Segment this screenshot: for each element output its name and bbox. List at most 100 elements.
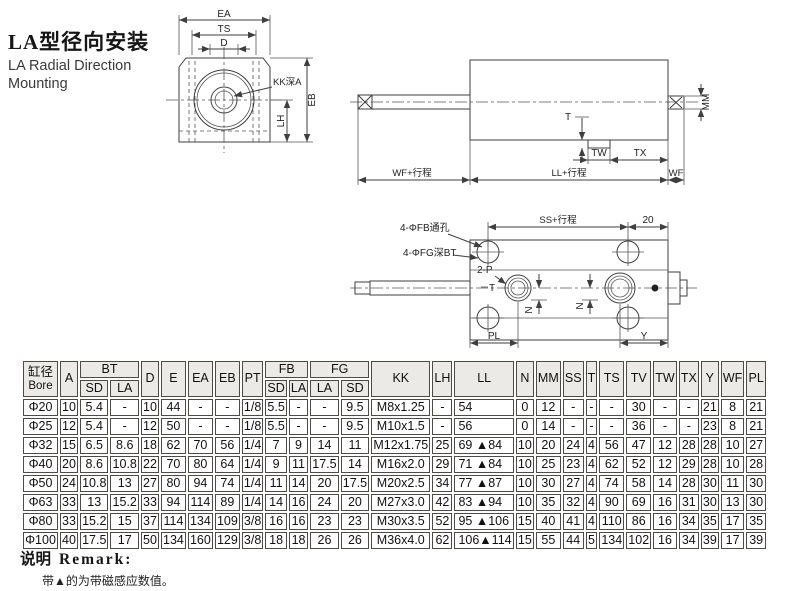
value-cell: 3/8	[241, 532, 264, 549]
value-cell: 110	[599, 513, 625, 530]
bore-cell: Φ100	[23, 532, 59, 549]
bore-cell: Φ80	[23, 513, 59, 530]
value-cell: 77 ▲87	[454, 475, 514, 492]
value-cell: 11	[265, 475, 287, 492]
value-cell: -	[653, 399, 677, 416]
value-cell: 5.4	[80, 418, 109, 435]
value-cell: 56	[454, 418, 514, 435]
value-cell: 3/8	[241, 513, 264, 530]
value-cell: 18	[288, 532, 309, 549]
value-cell: 17.5	[340, 475, 370, 492]
value-cell: -	[288, 418, 309, 435]
value-cell: 23	[340, 513, 370, 530]
value-cell: 37	[140, 513, 159, 530]
dim-label-n-right: N	[575, 302, 586, 309]
value-cell: 50	[160, 418, 186, 435]
col-header-y: Y	[700, 361, 719, 397]
value-cell: 4	[585, 475, 598, 492]
col-header-fb: FB	[265, 361, 309, 378]
value-cell: -	[678, 418, 699, 435]
col-header-ll: LL	[454, 361, 514, 397]
value-cell: 35	[535, 494, 561, 511]
value-cell: 0	[515, 418, 534, 435]
spec-table-head: 缸径 Bore A BT D E EA EB PT FB FG KK LH LL…	[23, 361, 766, 397]
value-cell: -	[599, 418, 625, 435]
col-header-ts: TS	[599, 361, 625, 397]
value-cell: M16x2.0	[371, 456, 431, 473]
value-cell: 12	[653, 437, 677, 454]
value-cell: 9	[288, 437, 309, 454]
value-cell: 62	[160, 437, 186, 454]
value-cell: 34	[432, 475, 453, 492]
value-cell: 134	[160, 532, 186, 549]
value-cell: 47	[626, 437, 652, 454]
value-cell: 30	[626, 399, 652, 416]
col-header-wf: WF	[720, 361, 745, 397]
col-header-fb-sd: SD	[265, 380, 287, 397]
col-header-lh: LH	[432, 361, 453, 397]
value-cell: 26	[340, 532, 370, 549]
col-header-ea: EA	[187, 361, 213, 397]
value-cell: 23	[310, 513, 339, 530]
value-cell: 31	[678, 494, 699, 511]
value-cell: 52	[432, 513, 453, 530]
value-cell: 9.5	[340, 418, 370, 435]
value-cell: 4	[585, 437, 598, 454]
value-cell: 55	[535, 532, 561, 549]
value-cell: 17	[720, 532, 745, 549]
value-cell: 106▲114	[454, 532, 514, 549]
col-header-fg-sd: SD	[340, 380, 370, 397]
top-view-dimensions: 4-ΦFB通孔 4-ΦFG深BT 2-P T SS+行程 20 N N PL Y	[400, 214, 669, 348]
value-cell: -	[678, 399, 699, 416]
dim-label-wf: WF	[669, 168, 684, 179]
value-cell: 10	[720, 456, 745, 473]
value-cell: 11	[720, 475, 745, 492]
col-header-t: T	[585, 361, 598, 397]
col-header-bt-la: LA	[110, 380, 139, 397]
value-cell: 30	[535, 475, 561, 492]
value-cell: 16	[288, 513, 309, 530]
value-cell: 17	[110, 532, 139, 549]
value-cell: 27	[140, 475, 159, 492]
dim-label-pl: PL	[488, 331, 501, 342]
value-cell: 10.8	[80, 475, 109, 492]
value-cell: 29	[678, 456, 699, 473]
value-cell: 22	[140, 456, 159, 473]
end-view-drawing: EA TS D KK深A EB LH	[166, 9, 318, 153]
value-cell: 25	[535, 456, 561, 473]
dim-label-n-left: N	[524, 306, 535, 313]
col-header-tx: TX	[678, 361, 699, 397]
value-cell: 10	[515, 494, 534, 511]
value-cell: 8.6	[110, 437, 139, 454]
page-title-en-line1: LA Radial Direction	[8, 58, 132, 74]
value-cell: -	[562, 399, 584, 416]
dim-label-ll-stroke: LL+行程	[551, 167, 587, 179]
value-cell: M36x4.0	[371, 532, 431, 549]
end-view-body	[166, 47, 282, 153]
value-cell: 109	[214, 513, 240, 530]
value-cell: 34	[678, 532, 699, 549]
value-cell: 74	[214, 475, 240, 492]
value-cell: 62	[599, 456, 625, 473]
col-header-bore-en: Bore	[28, 379, 53, 392]
value-cell: 10	[515, 437, 534, 454]
col-header-bt-sd: SD	[80, 380, 109, 397]
side-view-dimensions: T TW TX MM WF+行程 LL+行程 WF	[357, 84, 712, 185]
dim-label-t: T	[565, 112, 571, 123]
col-header-fg-la: LA	[310, 380, 339, 397]
value-cell: 56	[214, 437, 240, 454]
value-cell: M27x3.0	[371, 494, 431, 511]
value-cell: 14	[340, 456, 370, 473]
value-cell: 15	[60, 437, 78, 454]
page-title-en-line2: Mounting	[8, 75, 68, 92]
value-cell: 14	[653, 475, 677, 492]
value-cell: 4	[585, 456, 598, 473]
value-cell: 10.8	[110, 456, 139, 473]
value-cell: 102	[626, 532, 652, 549]
value-cell: 29	[432, 456, 453, 473]
